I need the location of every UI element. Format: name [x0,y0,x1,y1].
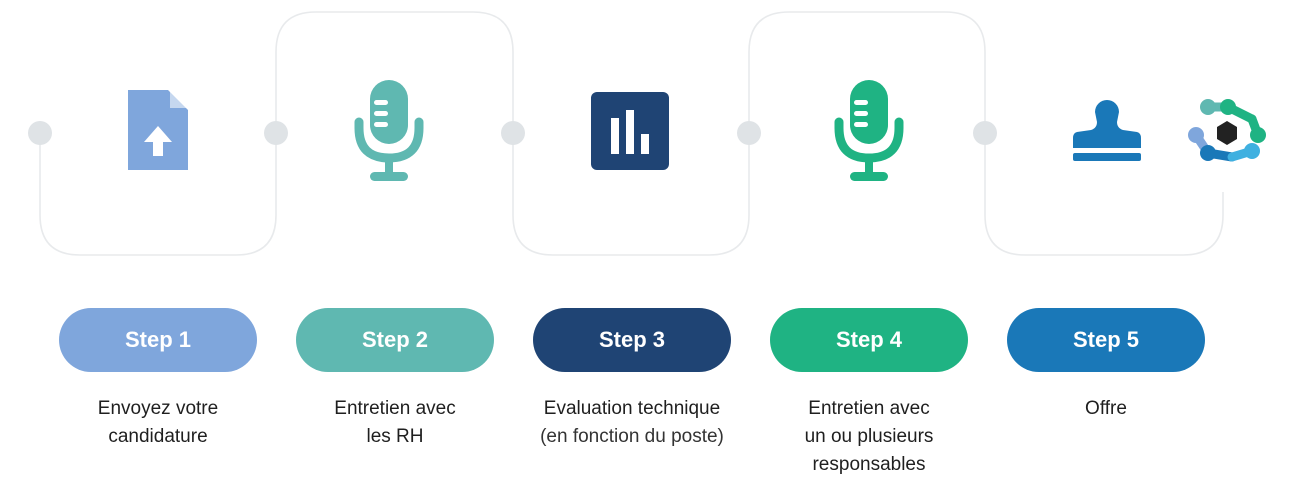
step-4-desc-line-2: un ou plusieurs [804,426,934,447]
connector-line [39,11,1224,256]
step-4-desc-line-1: Entretien avec [808,398,930,419]
step-1-desc-line-1: Envoyez votre [97,398,219,419]
connector-node-3 [501,121,525,145]
connector-node-4 [737,121,761,145]
step-5-desc-line-1: Offre [1085,398,1127,419]
connector-node-5 [973,121,997,145]
stamp-icon [1073,100,1141,161]
file-upload-icon [128,90,188,170]
step-2-desc-line-1: Entretien avec [334,398,456,419]
step-2-description: Entretien avec les RH [265,395,525,451]
step-1-badge: Step 1 [59,308,257,372]
process-connector [28,11,1224,256]
step-3-desc-note: (en fonction du poste) [540,426,724,447]
hexagon-network-logo [1188,99,1266,162]
step-3-description: Evaluation technique (en fonction du pos… [502,395,762,451]
microphone-icon [354,80,424,181]
step-2-badge: Step 2 [296,308,494,372]
step-4-badge: Step 4 [770,308,968,372]
microphone-icon [834,80,904,181]
connector-node-1 [28,121,52,145]
step-4-description: Entretien avec un ou plusieurs responsab… [739,395,999,479]
step-3-badge: Step 3 [533,308,731,372]
step-5-badge: Step 5 [1007,308,1205,372]
step-2-desc-line-2: les RH [366,426,424,447]
step-1-description: Envoyez votre candidature [28,395,288,451]
connector-node-2 [264,121,288,145]
step-5-description: Offre [976,395,1236,423]
step-1-desc-line-2: candidature [108,426,208,447]
bar-chart-icon [591,92,669,170]
step-3-desc-line-1: Evaluation technique [543,398,721,419]
step-4-desc-line-3: responsables [812,454,926,475]
